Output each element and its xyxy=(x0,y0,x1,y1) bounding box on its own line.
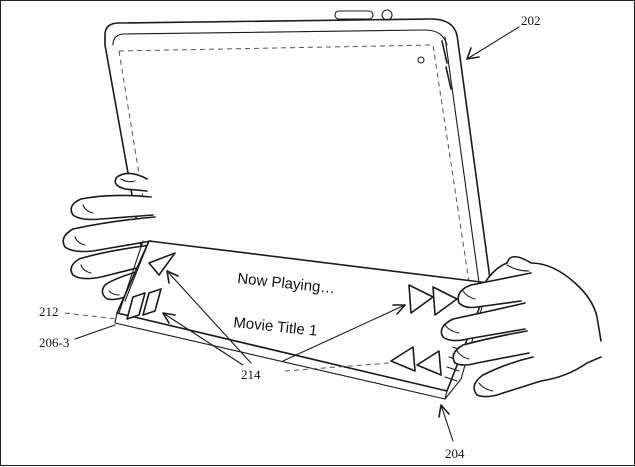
rewind-icon[interactable] xyxy=(390,346,442,376)
leader-202 xyxy=(466,26,520,60)
left-hand xyxy=(62,172,156,301)
arrow-head-204 xyxy=(438,404,450,418)
ref-label-212: 212 xyxy=(39,304,59,319)
ref-label-202: 202 xyxy=(521,13,541,28)
ref-label-204: 204 xyxy=(445,446,465,461)
sensor-icon xyxy=(417,56,425,64)
leader-206-3 xyxy=(74,324,116,340)
pause-icon[interactable] xyxy=(126,288,162,320)
arrow-head-202 xyxy=(466,47,480,60)
play-icon[interactable] xyxy=(148,252,176,276)
fast-forward-icon[interactable] xyxy=(408,284,458,316)
camera-icon xyxy=(381,9,393,21)
speaker-slot xyxy=(334,10,374,20)
right-hand xyxy=(440,255,602,398)
ref-label-206-3: 206-3 xyxy=(39,335,69,350)
leaders-214 xyxy=(162,270,406,372)
leader-212 xyxy=(64,312,118,320)
cover-panel xyxy=(114,240,490,400)
volume-button-down xyxy=(445,66,452,90)
volume-button-up xyxy=(441,40,448,64)
tablet-device xyxy=(104,9,494,302)
ref-label-214: 214 xyxy=(241,367,261,382)
leader-204 xyxy=(440,404,454,442)
